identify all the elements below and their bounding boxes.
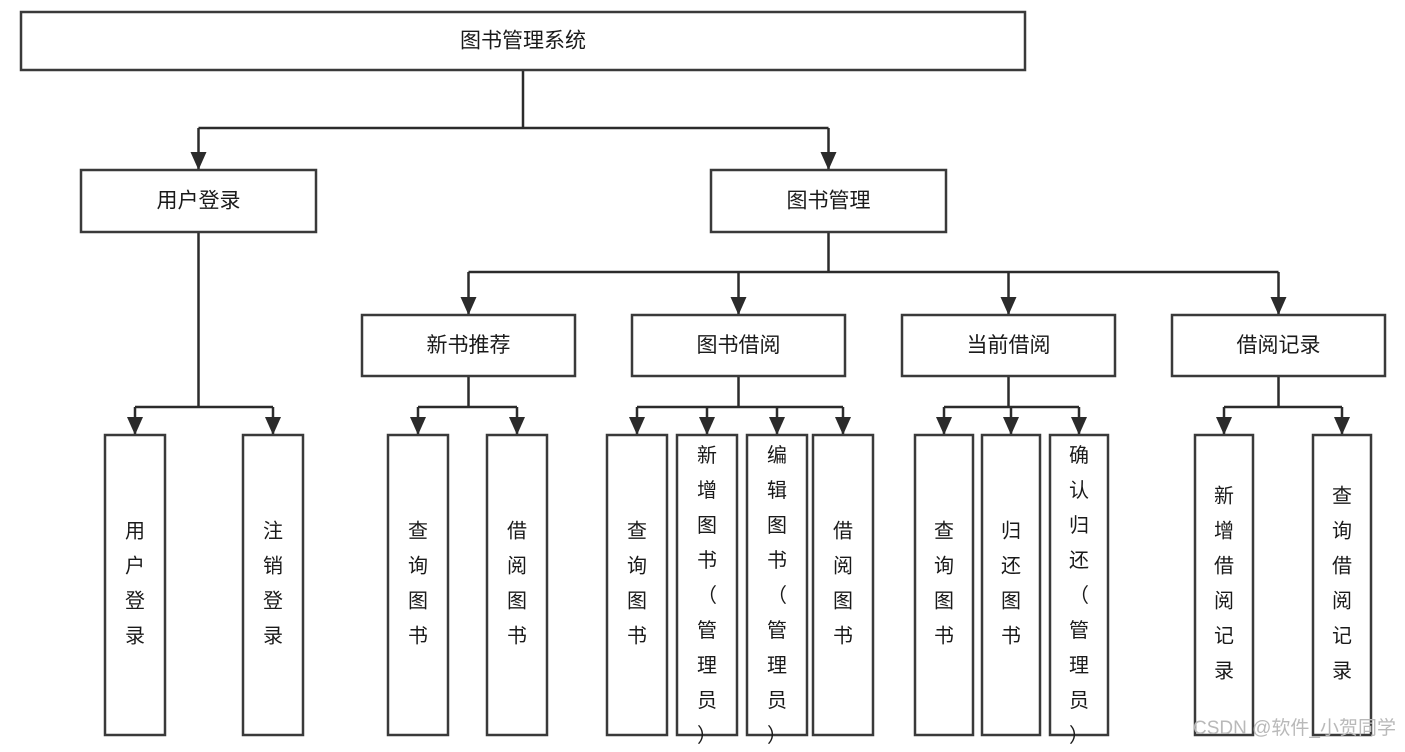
node-level1[interactable]: 图书管理 (709, 168, 948, 234)
node-box[interactable] (103, 433, 167, 737)
node-leaf[interactable]: 借阅图书 (811, 433, 875, 737)
node-leaf[interactable]: 编辑图书（管理员） (745, 433, 809, 747)
node-box[interactable] (1193, 433, 1255, 737)
node-label: 图书管理系统 (460, 30, 586, 53)
node-leaf[interactable]: 新增图书（管理员） (675, 433, 739, 747)
node-box[interactable] (605, 433, 669, 737)
node-label: 图书借阅 (697, 334, 781, 357)
node-label: 图书管理 (787, 190, 871, 213)
node-level1[interactable]: 用户登录 (79, 168, 318, 234)
node-layer: 图书管理系统用户登录图书管理新书推荐图书借阅当前借阅借阅记录用户登录注销登录查询… (19, 10, 1387, 747)
arrow-head-icon (460, 297, 477, 315)
node-label: 编辑图书（管理员） (767, 444, 787, 747)
node-leaf[interactable]: 用户登录 (103, 433, 167, 737)
node-label: 查询借阅记录 (1332, 485, 1352, 683)
arrow-head-icon (1270, 297, 1287, 315)
node-leaf[interactable]: 确认归还（管理员） (1048, 433, 1110, 747)
node-label: 新增借阅记录 (1214, 485, 1234, 683)
node-label: 借阅图书 (507, 520, 527, 648)
node-leaf[interactable]: 注销登录 (241, 433, 305, 737)
connector-group (190, 70, 837, 170)
node-label: 归还图书 (1001, 520, 1021, 648)
node-level2[interactable]: 当前借阅 (900, 313, 1117, 378)
node-label: 新增图书（管理员） (697, 444, 717, 747)
node-box[interactable] (811, 433, 875, 737)
node-box[interactable] (1170, 313, 1387, 378)
node-box[interactable] (360, 313, 577, 378)
node-box[interactable] (386, 433, 450, 737)
arrow-head-icon (820, 152, 837, 170)
node-box[interactable] (745, 433, 809, 737)
node-leaf[interactable]: 查询图书 (605, 433, 669, 737)
connector-group (629, 376, 851, 435)
connector-group (936, 376, 1087, 435)
connector-layer (127, 70, 1350, 435)
arrow-head-icon (1071, 417, 1087, 435)
node-leaf[interactable]: 查询图书 (386, 433, 450, 737)
node-leaf[interactable]: 归还图书 (980, 433, 1042, 737)
node-box[interactable] (900, 313, 1117, 378)
node-level2[interactable]: 图书借阅 (630, 313, 847, 378)
node-box[interactable] (630, 313, 847, 378)
node-box[interactable] (913, 433, 975, 737)
node-label: 查询图书 (934, 520, 954, 648)
node-leaf[interactable]: 新增借阅记录 (1193, 433, 1255, 737)
node-box[interactable] (709, 168, 948, 234)
arrow-head-icon (1000, 297, 1017, 315)
node-label: 新书推荐 (427, 334, 511, 357)
node-label: 用户登录 (157, 190, 241, 213)
node-label: 确认归还（管理员） (1069, 444, 1089, 747)
connector-group (1216, 376, 1350, 435)
connector-group (410, 376, 525, 435)
node-leaf[interactable]: 查询借阅记录 (1311, 433, 1373, 737)
connector-group (460, 232, 1287, 315)
arrow-head-icon (127, 417, 143, 435)
arrow-head-icon (936, 417, 952, 435)
node-box[interactable] (1311, 433, 1373, 737)
arrow-head-icon (1216, 417, 1232, 435)
node-box[interactable] (79, 168, 318, 234)
node-label: 借阅图书 (833, 520, 853, 648)
node-label: 借阅记录 (1237, 334, 1321, 357)
arrow-head-icon (410, 417, 426, 435)
arrow-head-icon (265, 417, 281, 435)
node-level2[interactable]: 借阅记录 (1170, 313, 1387, 378)
node-box[interactable] (19, 10, 1027, 72)
node-root[interactable]: 图书管理系统 (19, 10, 1027, 72)
node-label: 用户登录 (125, 521, 145, 648)
arrow-head-icon (1334, 417, 1350, 435)
connector-group (127, 232, 281, 435)
node-label: 注销登录 (263, 520, 283, 648)
arrow-head-icon (629, 417, 645, 435)
node-label: 查询图书 (627, 520, 647, 648)
csdn-watermark: CSDN @软件_小贺同学 (1193, 717, 1396, 739)
node-box[interactable] (485, 433, 549, 737)
arrow-head-icon (730, 297, 747, 315)
node-level2[interactable]: 新书推荐 (360, 313, 577, 378)
node-box[interactable] (241, 433, 305, 737)
arrow-head-icon (699, 417, 715, 435)
node-label: 当前借阅 (967, 334, 1051, 357)
arrow-head-icon (1003, 417, 1019, 435)
node-box[interactable] (980, 433, 1042, 737)
node-box[interactable] (675, 433, 739, 737)
node-leaf[interactable]: 借阅图书 (485, 433, 549, 737)
arrow-head-icon (190, 152, 207, 170)
arrow-head-icon (509, 417, 525, 435)
node-leaf[interactable]: 查询图书 (913, 433, 975, 737)
node-label: 查询图书 (408, 520, 428, 648)
node-box[interactable] (1048, 433, 1110, 737)
arrow-head-icon (769, 417, 785, 435)
arrow-head-icon (835, 417, 851, 435)
